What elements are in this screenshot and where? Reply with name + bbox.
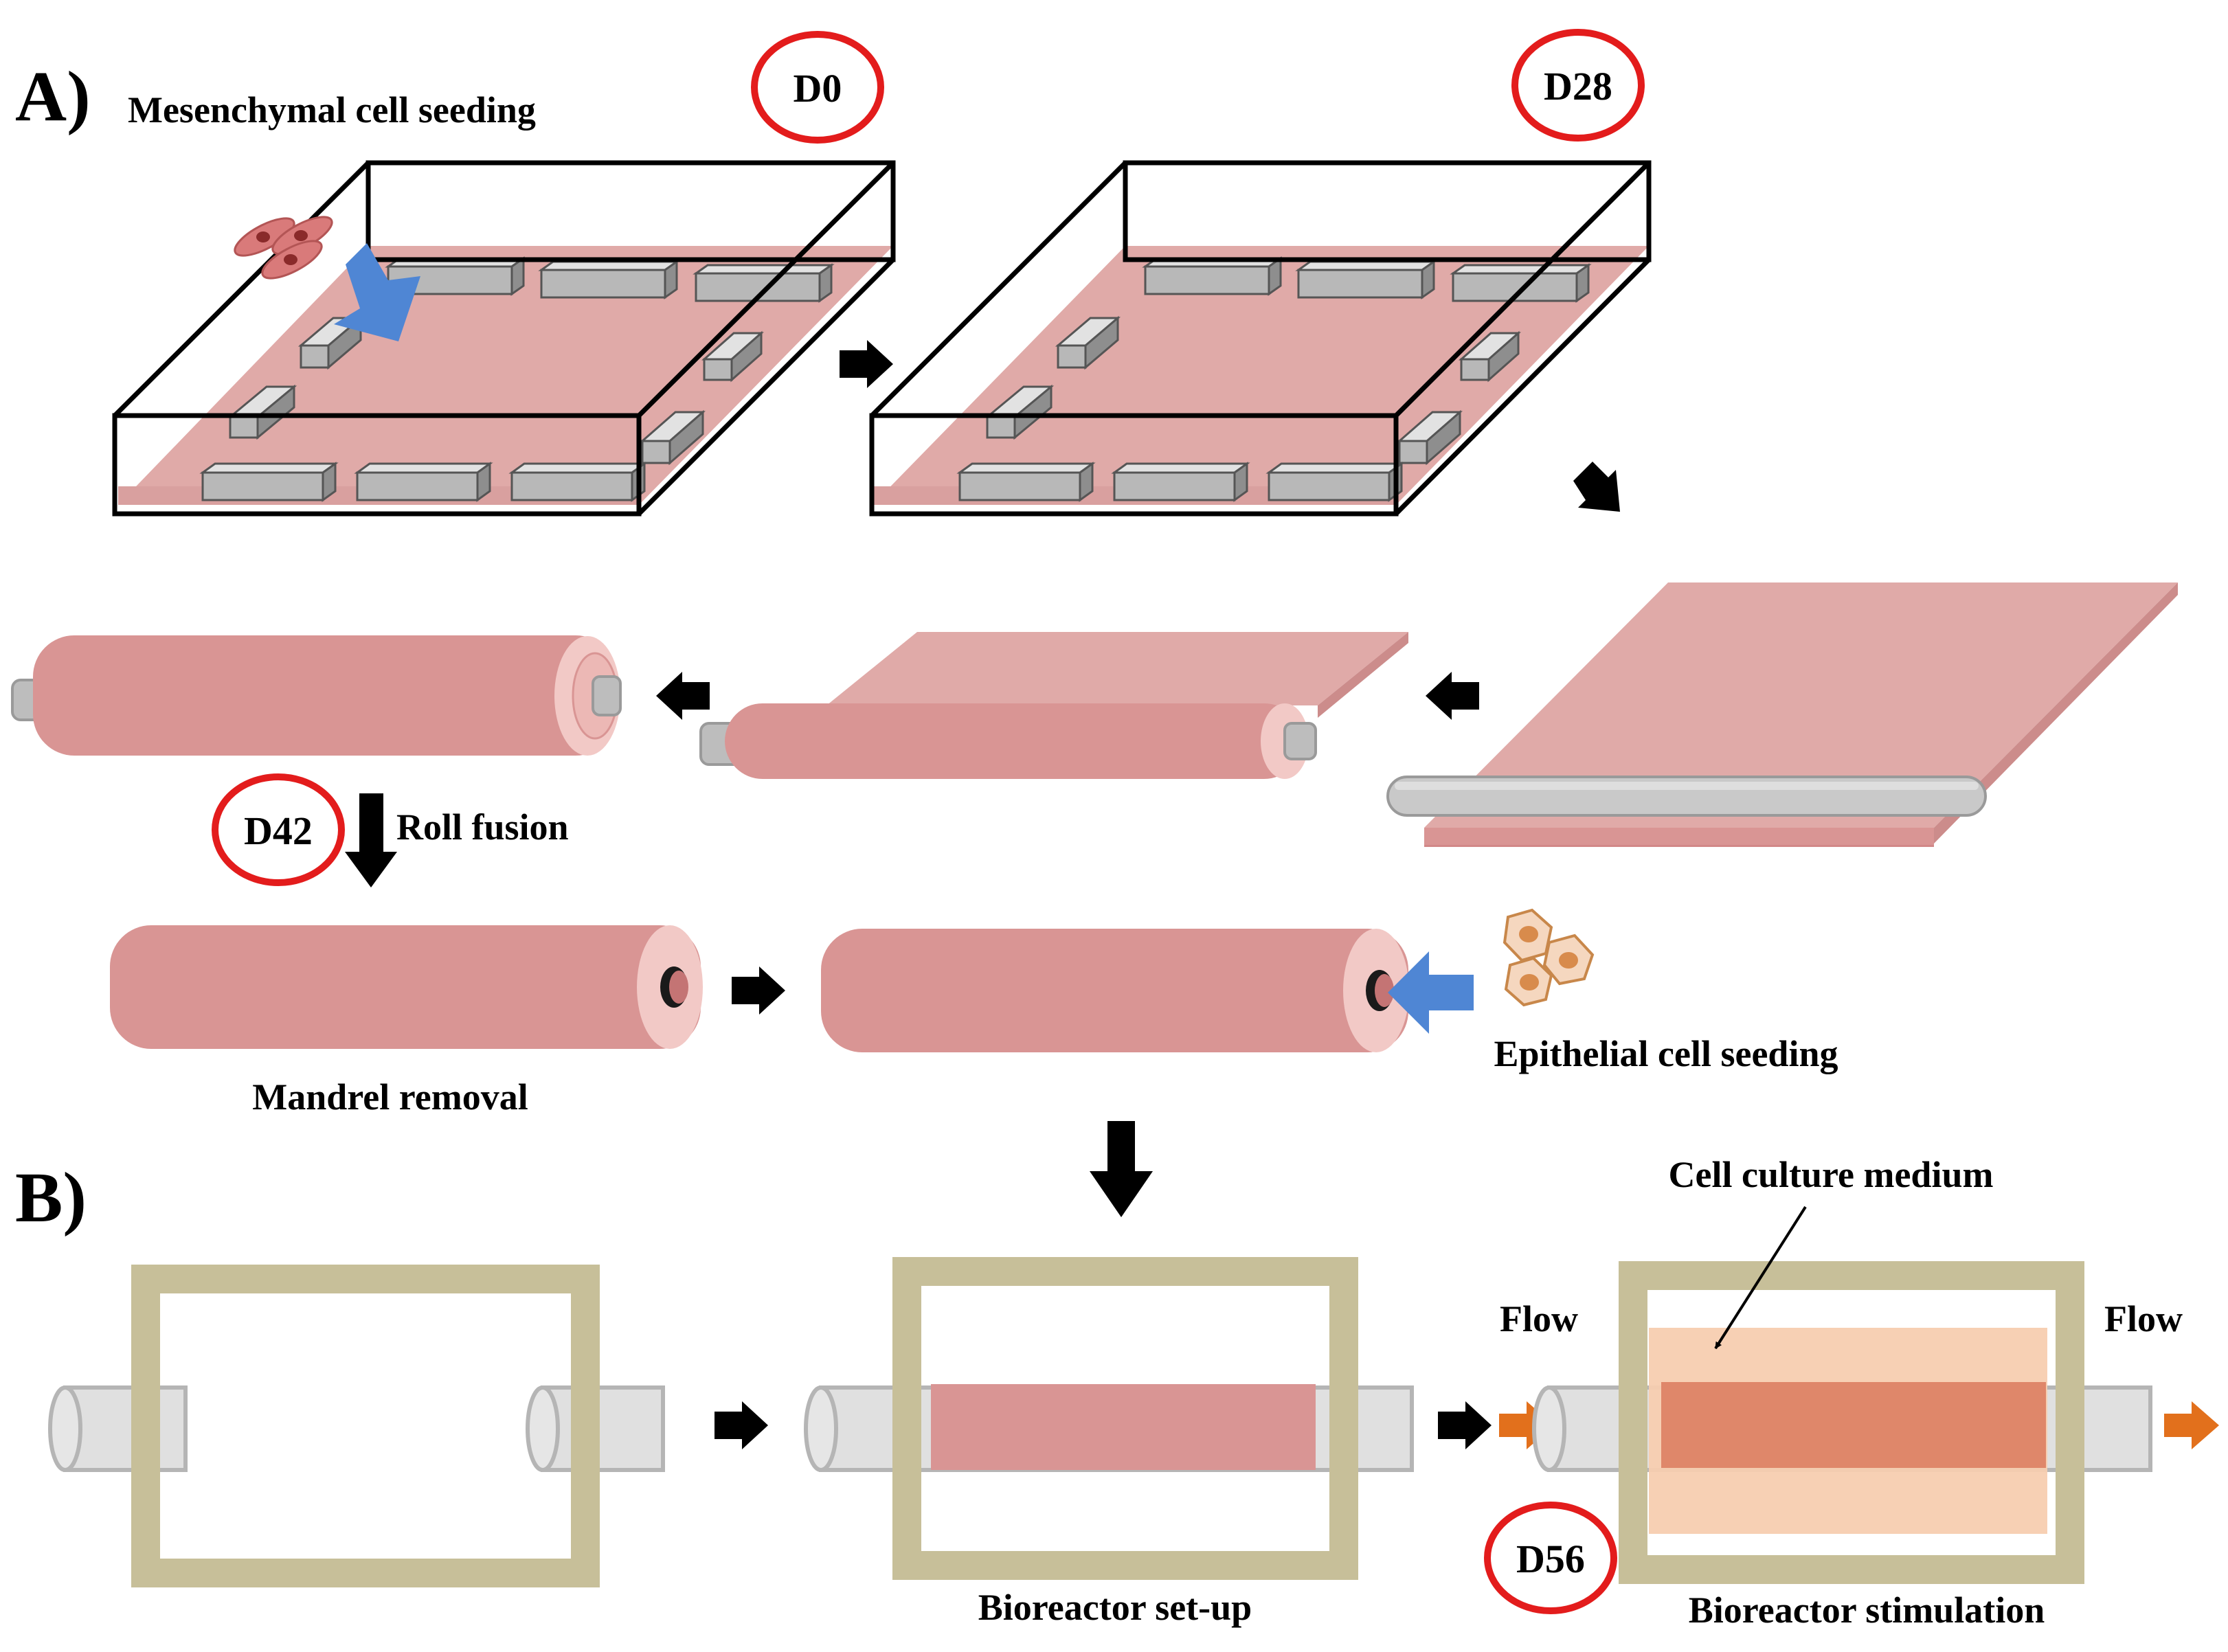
svg-text:D42: D42 xyxy=(244,808,313,853)
anchor-block xyxy=(354,462,493,502)
rolling-sheet xyxy=(699,632,1408,779)
culture-plate-d0 xyxy=(112,160,896,517)
rolled-tube xyxy=(11,635,622,756)
svg-text:D0: D0 xyxy=(794,66,842,111)
arrow-diagonal-icon xyxy=(1573,462,1620,512)
anchor-block xyxy=(385,256,527,296)
anchor-block xyxy=(1295,260,1437,299)
anchor-block xyxy=(1450,263,1592,303)
anchor-block xyxy=(956,462,1096,502)
bioreactor-setup-label: Bioreactor set-up xyxy=(978,1587,1252,1628)
epithelial-label: Epithelial cell seeding xyxy=(1494,1033,1838,1074)
arrow-right-icon xyxy=(840,340,893,388)
bioreactor-setup xyxy=(804,1257,1414,1580)
day-badge-d42: D42 xyxy=(212,773,345,886)
svg-text:D28: D28 xyxy=(1544,64,1612,109)
anchor-block xyxy=(508,462,648,502)
tissue-sheet xyxy=(1424,582,2178,847)
mandrel-removal-label: Mandrel removal xyxy=(252,1076,528,1118)
anchor-block xyxy=(1459,330,1521,383)
medium-label: Cell culture medium xyxy=(1669,1154,1994,1195)
bioreactor-stimulation-label: Bioreactor stimulation xyxy=(1689,1589,2045,1631)
bioreactor-stimulation xyxy=(1532,1261,2152,1584)
panel-a-label: A) xyxy=(15,57,91,136)
anchor-block xyxy=(1142,256,1284,296)
arrow-down-icon xyxy=(345,793,397,887)
epithelial-cells-icon xyxy=(1503,908,1595,1007)
svg-text:D56: D56 xyxy=(1516,1537,1585,1581)
anchor-block xyxy=(297,315,364,370)
seeding-arrow-icon xyxy=(1388,951,1474,1034)
arrow-down-icon xyxy=(1090,1121,1153,1217)
mesenchymal-cells-icon xyxy=(234,216,333,280)
flow-in-label: Flow xyxy=(1500,1298,1578,1339)
anchor-block xyxy=(1111,462,1250,502)
anchor-block xyxy=(984,384,1055,440)
arrow-right-icon xyxy=(732,966,785,1015)
mandrel-rod xyxy=(1386,776,1987,817)
flow-out-label: Flow xyxy=(2104,1298,2183,1339)
anchor-block xyxy=(1265,462,1405,502)
mesenchymal-label: Mesenchymal cell seeding xyxy=(128,89,536,131)
roll-fusion-label: Roll fusion xyxy=(396,806,569,848)
arrow-right-icon xyxy=(714,1401,768,1449)
tube-epithelial-seeding xyxy=(821,929,1409,1052)
day-badge-d0: D0 xyxy=(751,31,884,144)
arrow-left-icon xyxy=(1426,672,1479,720)
anchor-block xyxy=(693,263,835,303)
anchor-block xyxy=(227,384,297,440)
flow-out-arrow-icon xyxy=(2164,1401,2219,1449)
day-badge-d56: D56 xyxy=(1484,1502,1617,1614)
culture-plate-d28 xyxy=(869,160,1652,517)
arrow-right-icon xyxy=(1438,1401,1492,1449)
bioreactor-empty xyxy=(48,1265,665,1587)
anchor-block xyxy=(701,330,764,383)
anchor-block xyxy=(199,462,339,502)
seeding-arrow-icon xyxy=(334,243,420,341)
arrow-left-icon xyxy=(656,672,710,720)
anchor-block xyxy=(1055,315,1121,370)
panel-b-label: B) xyxy=(15,1158,87,1237)
anchor-block xyxy=(640,409,706,466)
anchor-block xyxy=(1397,409,1463,466)
hollow-tube xyxy=(110,925,703,1049)
anchor-block xyxy=(538,260,680,299)
day-badge-d28: D28 xyxy=(1511,29,1645,142)
medium-pointer-line xyxy=(1714,1206,1807,1350)
